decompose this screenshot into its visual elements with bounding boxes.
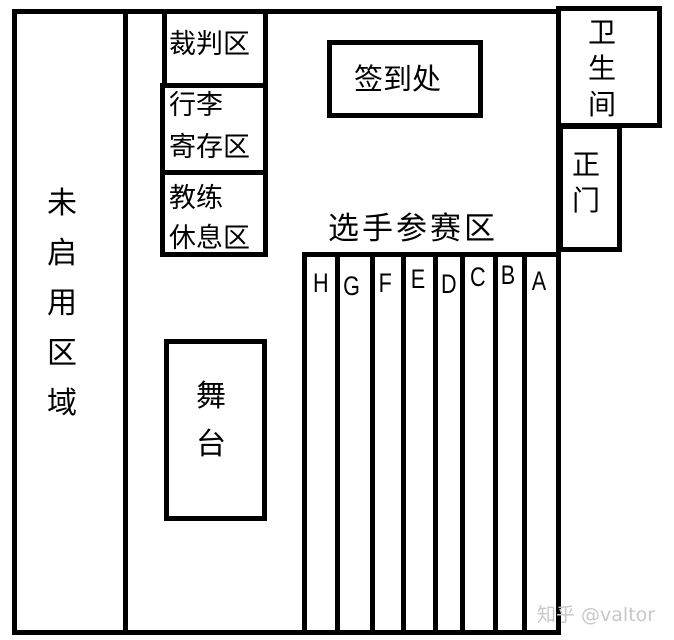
luggage-storage-label-line2: 寄存区 [169, 132, 250, 163]
lane-divider [460, 252, 465, 635]
coach-lounge-area: 教练 休息区 [160, 170, 268, 257]
restroom-area: 卫 生 间 [556, 6, 662, 128]
lane-a-label: A [531, 266, 547, 296]
lane-divider [493, 252, 498, 635]
stage-area: 舞 台 [164, 339, 267, 521]
player-competition-area [302, 252, 561, 635]
main-entrance: 正 门 [558, 124, 622, 252]
check-in-area: 签到处 [327, 40, 483, 118]
check-in-label: 签到处 [354, 62, 442, 96]
lane-divider [433, 252, 438, 635]
referee-area-label: 裁判区 [169, 29, 250, 60]
luggage-storage-area: 行李 寄存区 [160, 83, 268, 175]
coach-lounge-label-line2: 休息区 [169, 223, 250, 254]
referee-area: 裁判区 [162, 9, 268, 89]
lane-g-label: G [343, 271, 360, 301]
restroom-label: 卫 生 间 [588, 16, 617, 121]
lane-divider [522, 252, 527, 635]
lane-divider [370, 252, 375, 635]
lane-divider [335, 252, 340, 635]
lane-h-label: H [312, 268, 329, 298]
unused-area: 未 启 用 区 域 [12, 9, 128, 635]
lane-c-label: C [469, 262, 486, 292]
lane-e-label: E [410, 264, 426, 294]
lane-d-label: D [440, 269, 457, 299]
main-entrance-label: 正 门 [572, 148, 601, 217]
lane-divider [401, 252, 406, 635]
lane-f-label: F [378, 268, 392, 298]
player-area-label: 选手参赛区 [328, 211, 498, 247]
lane-b-label: B [500, 260, 516, 290]
luggage-storage-label-line1: 行李 [169, 90, 223, 121]
watermark: 知乎 @valtor [537, 604, 656, 626]
unused-area-label: 未 启 用 区 域 [47, 186, 77, 421]
stage-label: 舞 台 [196, 379, 226, 462]
coach-lounge-label-line1: 教练 [169, 183, 223, 214]
